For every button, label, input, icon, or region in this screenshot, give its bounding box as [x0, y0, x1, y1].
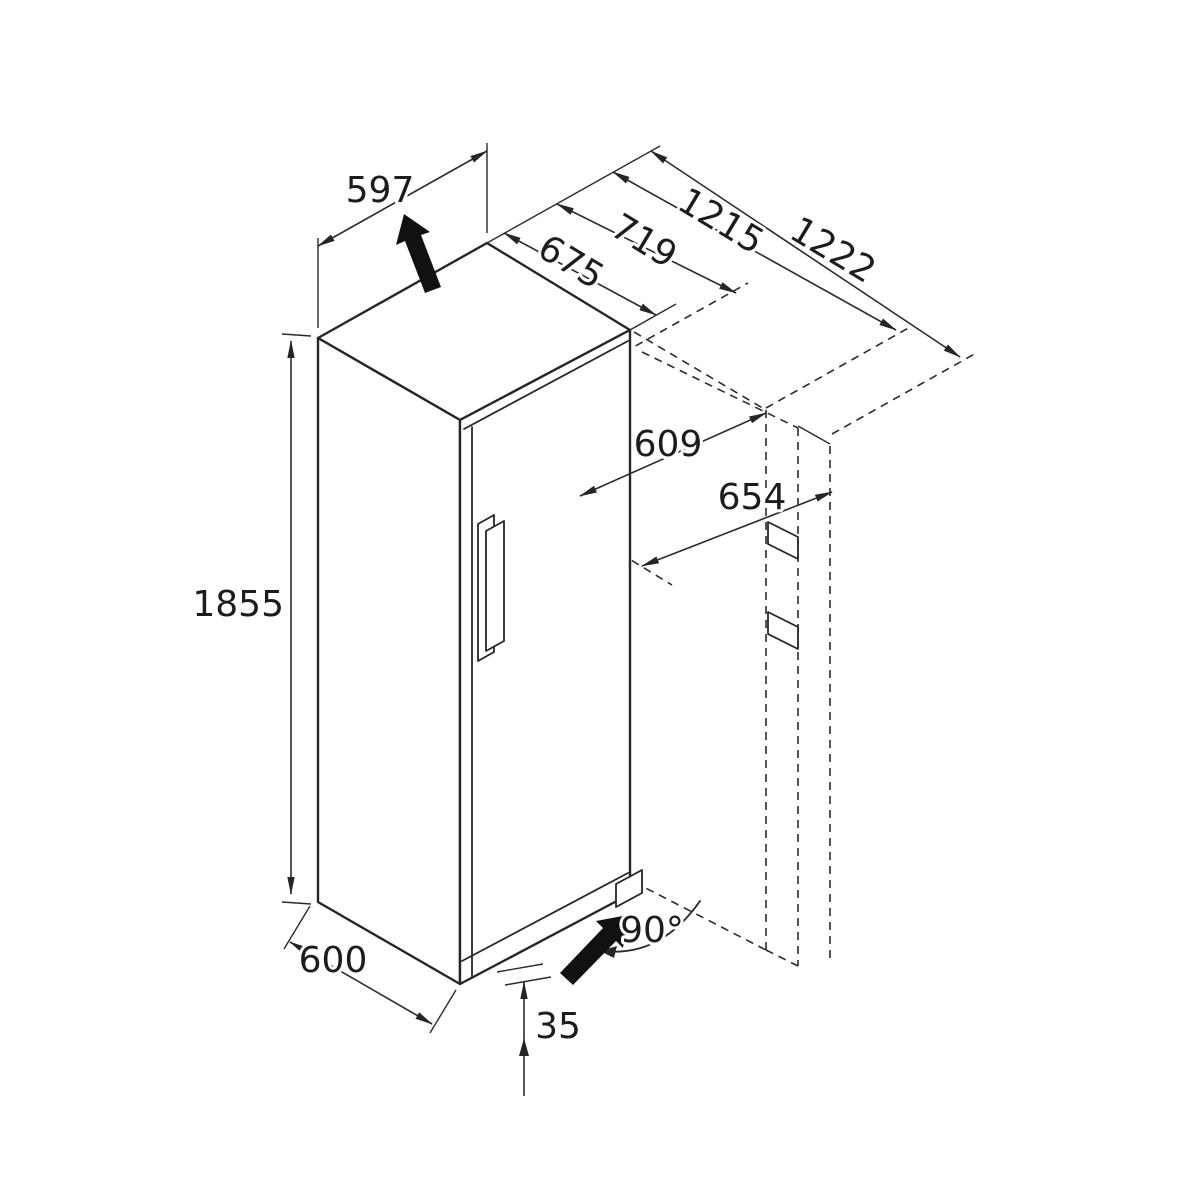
ext-1855-bottom [281, 901, 312, 905]
ext-600-left [283, 905, 311, 950]
dim-label-door-angle: 90° [620, 910, 684, 951]
door-handle-bar [485, 520, 505, 652]
door-swing-arc-arrowhead [600, 946, 617, 958]
wall-top-edge [797, 425, 831, 445]
ext-35-upper-tick [496, 963, 544, 973]
fridge-side-face [316, 336, 462, 986]
dim-label-top-width: 597 [346, 170, 415, 211]
dim-label-height: 1855 [192, 584, 284, 625]
dim-label-door-projection: 609 [634, 424, 703, 465]
ext-front-corner-675 [629, 303, 677, 331]
direction-arrows [396, 214, 628, 985]
open-door-handle-bracket-top [767, 521, 799, 560]
dim-label-door-projection-handle: 654 [718, 477, 787, 518]
ext-600-right [429, 989, 457, 1034]
dim-line-600 [289, 941, 433, 1025]
dim-line-609 [579, 412, 767, 497]
open-door-bottom-edge [633, 881, 767, 951]
door-swing [600, 900, 701, 958]
open-door-bottom-thickness [765, 949, 799, 967]
dimension-lines [287, 150, 961, 1096]
lift-direction-arrow-icon [396, 214, 441, 293]
dim-line-1222 [650, 150, 961, 358]
dim-label-overall-depth: 1222 [783, 209, 883, 291]
ext-654-left [607, 545, 673, 586]
dim-label-wall-distance: 1215 [671, 180, 771, 262]
extension-lines [281, 143, 677, 1034]
dim-line-654 [641, 491, 833, 567]
ext-wall-to-1222 [831, 351, 979, 435]
open-door-top-edge [633, 331, 767, 411]
ext-back-corner-common [486, 145, 661, 244]
ext-1855-top [281, 333, 312, 337]
dim-35-extra-arrowhead [519, 1038, 529, 1056]
dim-label-base-depth: 600 [299, 940, 368, 981]
dim-label-base-clearance: 35 [535, 1006, 581, 1047]
dim-line-597 [317, 150, 488, 247]
ext-35-lower-tick [504, 976, 552, 986]
door-top-gap-line [463, 340, 629, 430]
fridge-outline [316, 241, 643, 986]
door-bottom-edge [461, 872, 629, 962]
open-door-handle-bracket-bottom [767, 611, 799, 650]
adjustable-foot [615, 869, 643, 908]
ext-open-door-to-1215 [765, 325, 913, 409]
open-door-outer-top-edge [641, 351, 799, 429]
door-direction-arrow-icon [560, 915, 628, 985]
dim-label-depth-handle: 719 [604, 206, 684, 277]
